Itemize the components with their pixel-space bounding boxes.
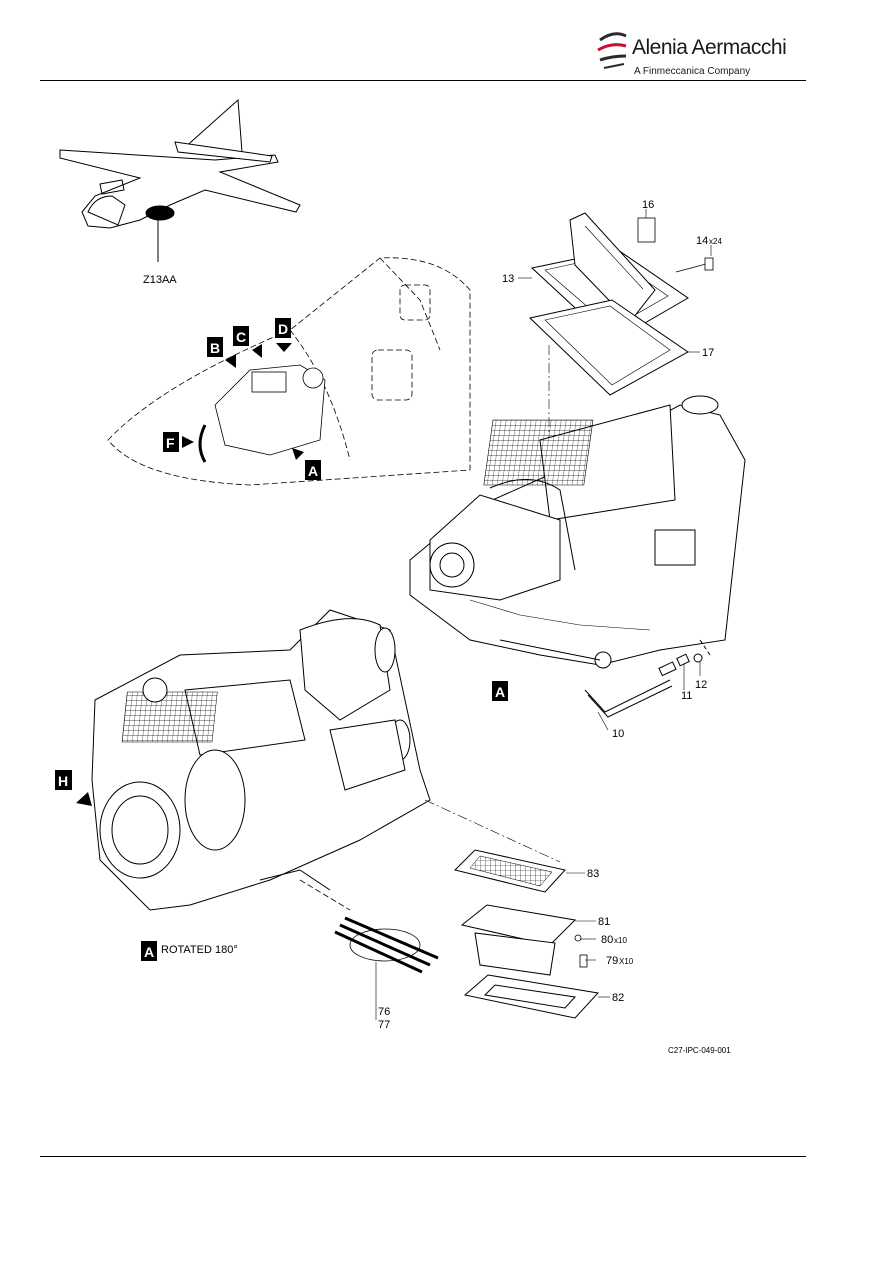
callout-14: 14	[696, 235, 708, 247]
harness-drawing	[299, 879, 439, 974]
view-flag-f: F	[163, 432, 194, 452]
callout-13: 13	[502, 273, 514, 285]
label-plate-drawing	[637, 217, 656, 243]
callout-80-qty: x10	[614, 936, 627, 945]
view-flag-a-upper: A	[492, 681, 508, 701]
nose-section-outline	[107, 257, 471, 486]
svg-text:D: D	[278, 321, 288, 337]
callout-81: 81	[598, 916, 610, 928]
aircraft-locator-drawing	[59, 98, 301, 262]
rotated-view-label: ROTATED 180°	[161, 944, 238, 956]
brand-swoosh-icon	[597, 32, 627, 69]
callout-76: 76	[378, 1006, 390, 1018]
seal-frame-drawing	[463, 974, 599, 1019]
callout-11: 11	[681, 690, 692, 702]
callout-12: 12	[695, 679, 707, 691]
location-code-label: Z13AA	[143, 274, 177, 286]
filter-screen-drawing	[454, 849, 566, 893]
engine-view-a-drawing	[409, 395, 746, 669]
view-flag-c: C	[233, 326, 262, 358]
fasteners-79-80-drawing	[574, 934, 588, 968]
callout-80: 80	[601, 934, 613, 946]
view-flag-h: H	[55, 770, 92, 806]
nose-engine-small-drawing	[198, 364, 326, 463]
svg-text:C: C	[236, 329, 246, 345]
svg-text:B: B	[210, 340, 220, 356]
callout-17: 17	[702, 347, 714, 359]
brand-logo: Alenia Aermacchi A Finmeccanica Company	[596, 26, 796, 82]
svg-text:F: F	[166, 435, 175, 451]
kit-centerline	[424, 799, 561, 863]
figure-id: C27-IPC-049-001	[668, 1046, 731, 1055]
screw-14-drawing	[675, 257, 714, 273]
header-rule	[40, 80, 806, 81]
callout-16: 16	[642, 199, 654, 211]
callout-leader-lines	[375, 209, 712, 1020]
svg-text:H: H	[58, 773, 68, 789]
view-flag-b: B	[207, 337, 236, 368]
callout-82: 82	[612, 992, 624, 1004]
tray-drawing	[460, 904, 577, 976]
callout-10: 10	[612, 728, 624, 740]
view-flag-a-nose: A	[292, 448, 321, 480]
brand-tagline: A Finmeccanica Company	[634, 66, 751, 77]
view-flag-a-rotated: A	[141, 941, 157, 961]
callout-79-qty: X10	[619, 957, 634, 966]
callout-14-qty: x24	[709, 237, 722, 246]
callout-77: 77	[378, 1019, 390, 1031]
engine-rotated-drawing	[91, 609, 431, 911]
footer-rule	[40, 1156, 806, 1157]
brand-name: Alenia Aermacchi	[632, 36, 787, 59]
svg-text:A: A	[308, 463, 318, 479]
svg-text:A: A	[144, 944, 154, 960]
view-flag-d: D	[275, 318, 292, 352]
svg-text:A: A	[495, 684, 505, 700]
callout-83: 83	[587, 868, 599, 880]
cover-assembly-drawing	[528, 212, 689, 396]
pipe-assembly-drawing	[584, 639, 711, 718]
callout-79: 79	[606, 955, 618, 967]
